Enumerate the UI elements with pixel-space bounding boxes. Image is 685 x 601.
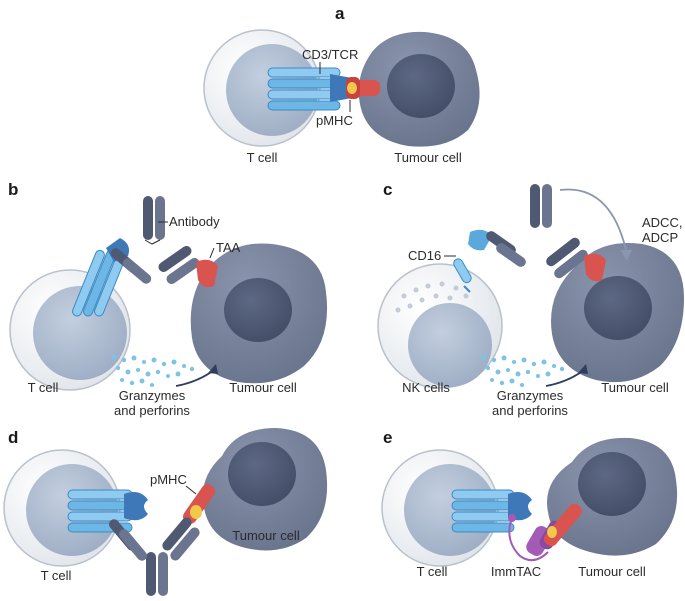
antibody [109, 517, 200, 596]
panel-c [377, 184, 684, 389]
tumour-cell-label: Tumour cell [394, 150, 462, 165]
pmhc-ligand [183, 484, 215, 524]
tumour-cell [551, 242, 684, 383]
panel-b [9, 196, 328, 391]
t-cell [381, 449, 499, 567]
pmhc-ligand [544, 503, 582, 547]
granzymes-label: Granzymes and perforins [492, 388, 568, 418]
tumour-cell-label: Tumour cell [232, 528, 300, 543]
t-cell-label: T cell [40, 568, 72, 583]
granule-cloud [481, 354, 565, 387]
panel-letter-e: e [383, 428, 393, 447]
tumour-cell-label: Tumour cell [601, 380, 669, 395]
cd3-tcr-label: CD3/TCR [302, 47, 359, 62]
pmhc-pointer [185, 485, 197, 495]
pmhc-ligand [346, 77, 380, 99]
killing-arrowhead [578, 364, 588, 374]
taa-label: TAA [216, 240, 241, 255]
tumour-cell [358, 31, 480, 147]
panel-a [203, 29, 480, 147]
tumour-cell [202, 428, 328, 551]
antibody [486, 184, 588, 279]
panel-e [381, 437, 678, 567]
nk-cells-label: NK cells [402, 380, 450, 395]
killing-arrowhead [208, 364, 218, 374]
tumour-cell-label: Tumour cell [229, 380, 297, 395]
panel-letter-a: a [335, 4, 345, 23]
panel-letter-c: c [383, 180, 393, 199]
panel-letter-b: b [8, 180, 19, 199]
adcc-arrow [559, 188, 627, 251]
immtac-label: ImmTAC [490, 564, 542, 579]
panel-d [3, 428, 328, 596]
antibody-label: Antibody [169, 214, 220, 229]
tumour-cell-label: Tumour cell [578, 564, 646, 579]
killing-arrow [175, 369, 215, 387]
taa-antigen [196, 259, 218, 288]
adcc-adcp-label: ADCC, ADCP [642, 215, 683, 245]
nk-cell [377, 263, 503, 389]
pmhc-label: pMHC [316, 113, 353, 128]
t-cell-label: T cell [246, 150, 278, 165]
pmhc-label: pMHC [150, 472, 187, 487]
adcc-arrowhead [620, 250, 632, 261]
t-cell-label: T cell [416, 564, 448, 579]
taa-pointer [209, 247, 215, 259]
granzymes-label: Granzymes and perforins [114, 388, 190, 418]
taa-antigen [584, 253, 606, 282]
granule-cloud [111, 354, 195, 387]
t-cell-label: T cell [27, 380, 59, 395]
panel-letter-d: d [8, 428, 19, 447]
tumour-cell [547, 437, 678, 556]
bispecific-antibody [110, 196, 200, 285]
cd16-receptor [453, 229, 492, 293]
cd16-label: CD16 [408, 248, 442, 263]
tumour-cell [190, 243, 328, 384]
tcr-receptor [451, 489, 532, 533]
granzymes-label-line-1: Granzymes and perforins [114, 388, 190, 418]
